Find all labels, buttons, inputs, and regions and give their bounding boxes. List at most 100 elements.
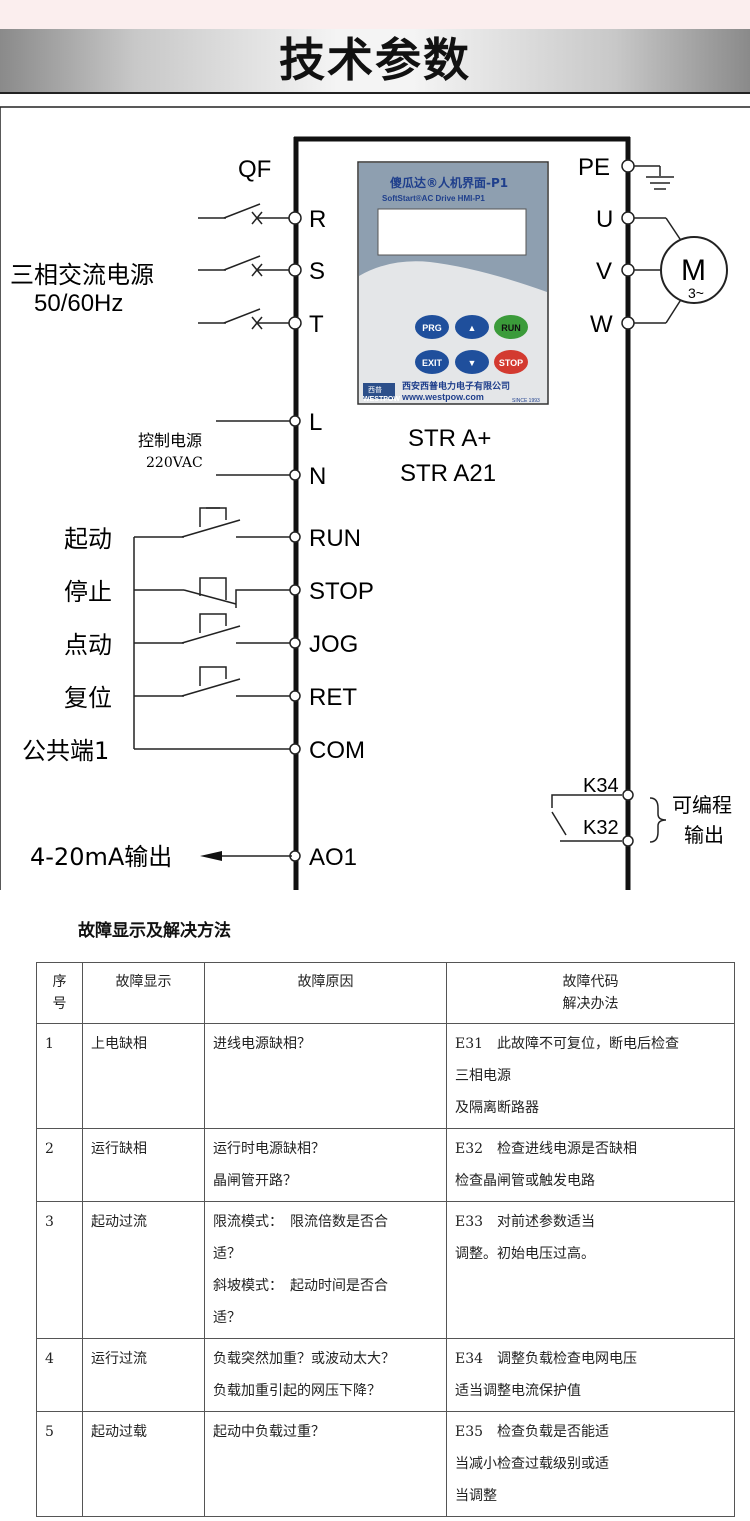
row-number: 3 <box>36 1201 83 1339</box>
terminal-n <box>289 469 301 481</box>
terminal-n-label: N <box>309 463 326 490</box>
run-button-label: RUN <box>501 323 521 333</box>
cause-line: 起动中负载过重？ <box>213 1424 325 1440</box>
lcd-screen <box>377 208 527 256</box>
solution-line: 当调整 <box>455 1488 497 1504</box>
fault-solution: E32 检查进线电源是否缺相检查晶闸管或触发电路 <box>446 1128 735 1202</box>
exit-button[interactable] <box>415 350 449 374</box>
solution-line: E33 对前述参数适当 <box>455 1214 596 1230</box>
breaker-s <box>198 255 290 277</box>
panel-title: 傻瓜达®人机界面-P1 <box>389 175 508 190</box>
fault-section-title: 故障显示及解决方法 <box>78 921 231 941</box>
cause-line: 负载突然加重？或波动太大？ <box>213 1351 395 1367</box>
terminal-t-label: T <box>309 311 324 338</box>
solution-line: E31 此故障不可复位，断电后检查 <box>455 1036 680 1052</box>
down-arrow-icon: ▼ <box>468 358 477 368</box>
terminal-k32 <box>622 835 634 847</box>
fault-cause: 进线电源缺相？ <box>204 1023 447 1129</box>
fault-cause: 限流模式： 限流倍数是否合适？斜坡模式： 起动时间是否合适？ <box>204 1201 447 1339</box>
terminal-l-label: L <box>309 409 322 436</box>
reset-switch <box>134 666 292 697</box>
terminal-k34 <box>622 789 634 801</box>
fault-cause: 运行时电源缺相？ 晶闸管开路？ <box>204 1128 447 1202</box>
terminal-k32-label: K32 <box>583 817 619 839</box>
terminal-v-label: V <box>596 258 612 285</box>
row-number: 1 <box>36 1023 83 1129</box>
fault-cause: 负载突然加重？或波动太大？ 负载加重引起的网压下降？ <box>204 1338 447 1412</box>
terminal-stop-label: STOP <box>309 578 374 605</box>
page-title: 技术参数 <box>279 33 471 87</box>
stop-button[interactable] <box>494 350 528 374</box>
stop-label: 停止 <box>64 578 112 606</box>
terminal-k34-label: K34 <box>583 775 619 797</box>
ground-icon <box>634 165 674 190</box>
motor-wiring <box>634 217 683 324</box>
control-power-label: 控制电源 <box>138 431 202 450</box>
exit-button-label: EXIT <box>422 358 443 368</box>
terminal-jog-label: JOG <box>309 631 358 658</box>
header-cause: 故障原因 <box>204 962 447 1024</box>
company-website: www.westpow.com <box>401 392 484 402</box>
cause-line: 斜坡模式： 起动时间是否合 <box>213 1278 388 1294</box>
brand-logo: 西普 <box>368 385 382 394</box>
cause-line: 晶闸管开路？ <box>213 1173 297 1189</box>
output-label: 输出 <box>684 823 724 847</box>
top-strip <box>0 0 750 29</box>
output-arrow-icon <box>200 851 222 861</box>
company-since: SINCE 1993 <box>512 398 540 404</box>
solution-line: 及隔离断路器 <box>455 1100 539 1116</box>
run-button[interactable] <box>494 315 528 339</box>
cause-line: 负载加重引起的网压下降？ <box>213 1383 381 1399</box>
header-solution: 故障代码 解决办法 <box>446 962 735 1024</box>
terminal-v <box>621 263 635 277</box>
ao-output-label: 4-20mA输出 <box>30 843 172 871</box>
terminal-s <box>288 263 302 277</box>
frequency-label: 50/60Hz <box>34 290 123 317</box>
terminal-w <box>621 316 635 330</box>
terminal-u-label: U <box>596 206 613 233</box>
brand-name: WESTPOW <box>363 396 400 403</box>
panel-subtitle: SoftStart®AC Drive HMI-P1 <box>382 194 485 203</box>
down-button[interactable] <box>455 350 489 374</box>
terminal-com <box>289 743 301 755</box>
jog-switch <box>134 613 292 644</box>
row-number: 5 <box>36 1411 83 1517</box>
cause-line: 进线电源缺相？ <box>213 1036 311 1052</box>
relay-brace-icon <box>649 797 667 843</box>
reset-label: 复位 <box>64 684 112 712</box>
prg-button[interactable] <box>415 315 449 339</box>
terminal-l <box>289 415 301 427</box>
terminal-s-label: S <box>309 258 325 285</box>
terminal-pe <box>621 159 635 173</box>
terminal-pe-label: PE <box>578 154 610 181</box>
breaker-t <box>198 308 290 330</box>
row-number: 4 <box>36 1338 83 1412</box>
up-button[interactable] <box>455 315 489 339</box>
jog-label: 点动 <box>64 631 112 659</box>
fault-solution: E31 此故障不可复位，断电后检查三相电源及隔离断路器 <box>446 1023 735 1129</box>
start-label: 起动 <box>64 525 112 553</box>
terminal-r <box>288 211 302 225</box>
cause-line: 运行时电源缺相？ <box>213 1141 325 1157</box>
fault-solution: E34 调整负载检查电网电压适当调整电流保护值 <box>446 1338 735 1412</box>
terminal-com-label: COM <box>309 737 365 764</box>
stop-switch <box>134 577 292 608</box>
terminal-jog <box>289 637 301 649</box>
header-no: 序 号 <box>36 962 83 1024</box>
motor-phase-label: 3~ <box>688 285 704 301</box>
fault-display: 起动过载 <box>82 1411 205 1517</box>
solution-line: E35 检查负载是否能适 <box>455 1424 610 1440</box>
solution-line: 检查晶闸管或触发电路 <box>455 1173 595 1189</box>
programmable-label: 可编程 <box>672 793 732 817</box>
row-number: 2 <box>36 1128 83 1202</box>
fault-table-header: 序 号 故障显示 故障原因 故障代码 解决办法 <box>36 962 735 1024</box>
terminal-w-label: W <box>590 311 613 338</box>
power-source-label: 三相交流电源 <box>10 261 154 289</box>
breaker-r <box>198 203 290 225</box>
terminal-run-label: RUN <box>309 525 361 552</box>
terminal-stop <box>289 584 301 596</box>
stop-button-label: STOP <box>499 358 523 368</box>
fault-display: 运行缺相 <box>82 1128 205 1202</box>
